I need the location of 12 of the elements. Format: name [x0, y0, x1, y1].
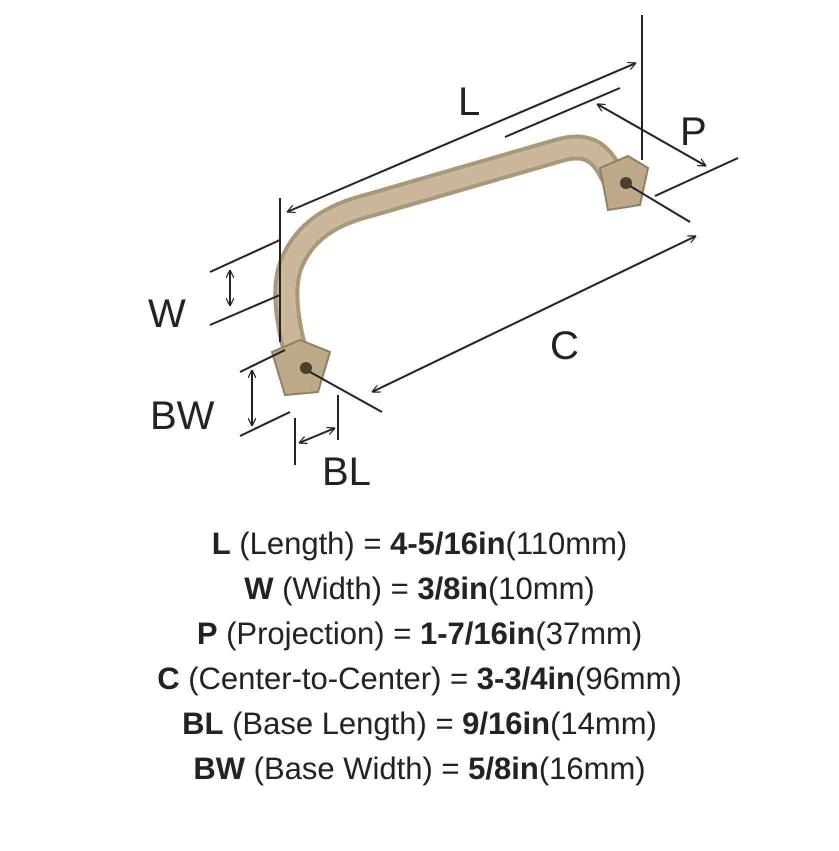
- dimension-spec-text: BL (Base Length) = 9/16in(14mm): [182, 706, 657, 741]
- dimension-label: W: [148, 294, 186, 334]
- dimension-spec-text: C (Center-to-Center) = 3-3/4in(96mm): [157, 661, 682, 696]
- dimension-label: P: [680, 112, 707, 152]
- dimension-spec-text: L (Length) = 4-5/16in(110mm): [212, 526, 628, 561]
- dimension-label: BL: [322, 452, 371, 492]
- dimension-label: L: [458, 82, 480, 122]
- dimension-spec-text: BW (Base Width) = 5/8in(16mm): [193, 751, 646, 786]
- dimension-label: C: [550, 326, 579, 366]
- dimension-label: BW: [150, 396, 214, 436]
- dimension-spec-text: P (Projection) = 1-7/16in(37mm): [196, 616, 642, 651]
- dimension-spec-text: W (Width) = 3/8in(10mm): [244, 571, 595, 606]
